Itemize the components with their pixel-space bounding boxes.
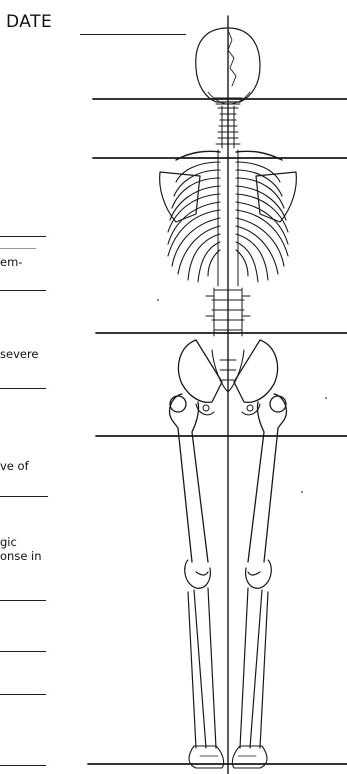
right-scapula xyxy=(256,172,296,222)
left-scapula xyxy=(160,172,200,222)
